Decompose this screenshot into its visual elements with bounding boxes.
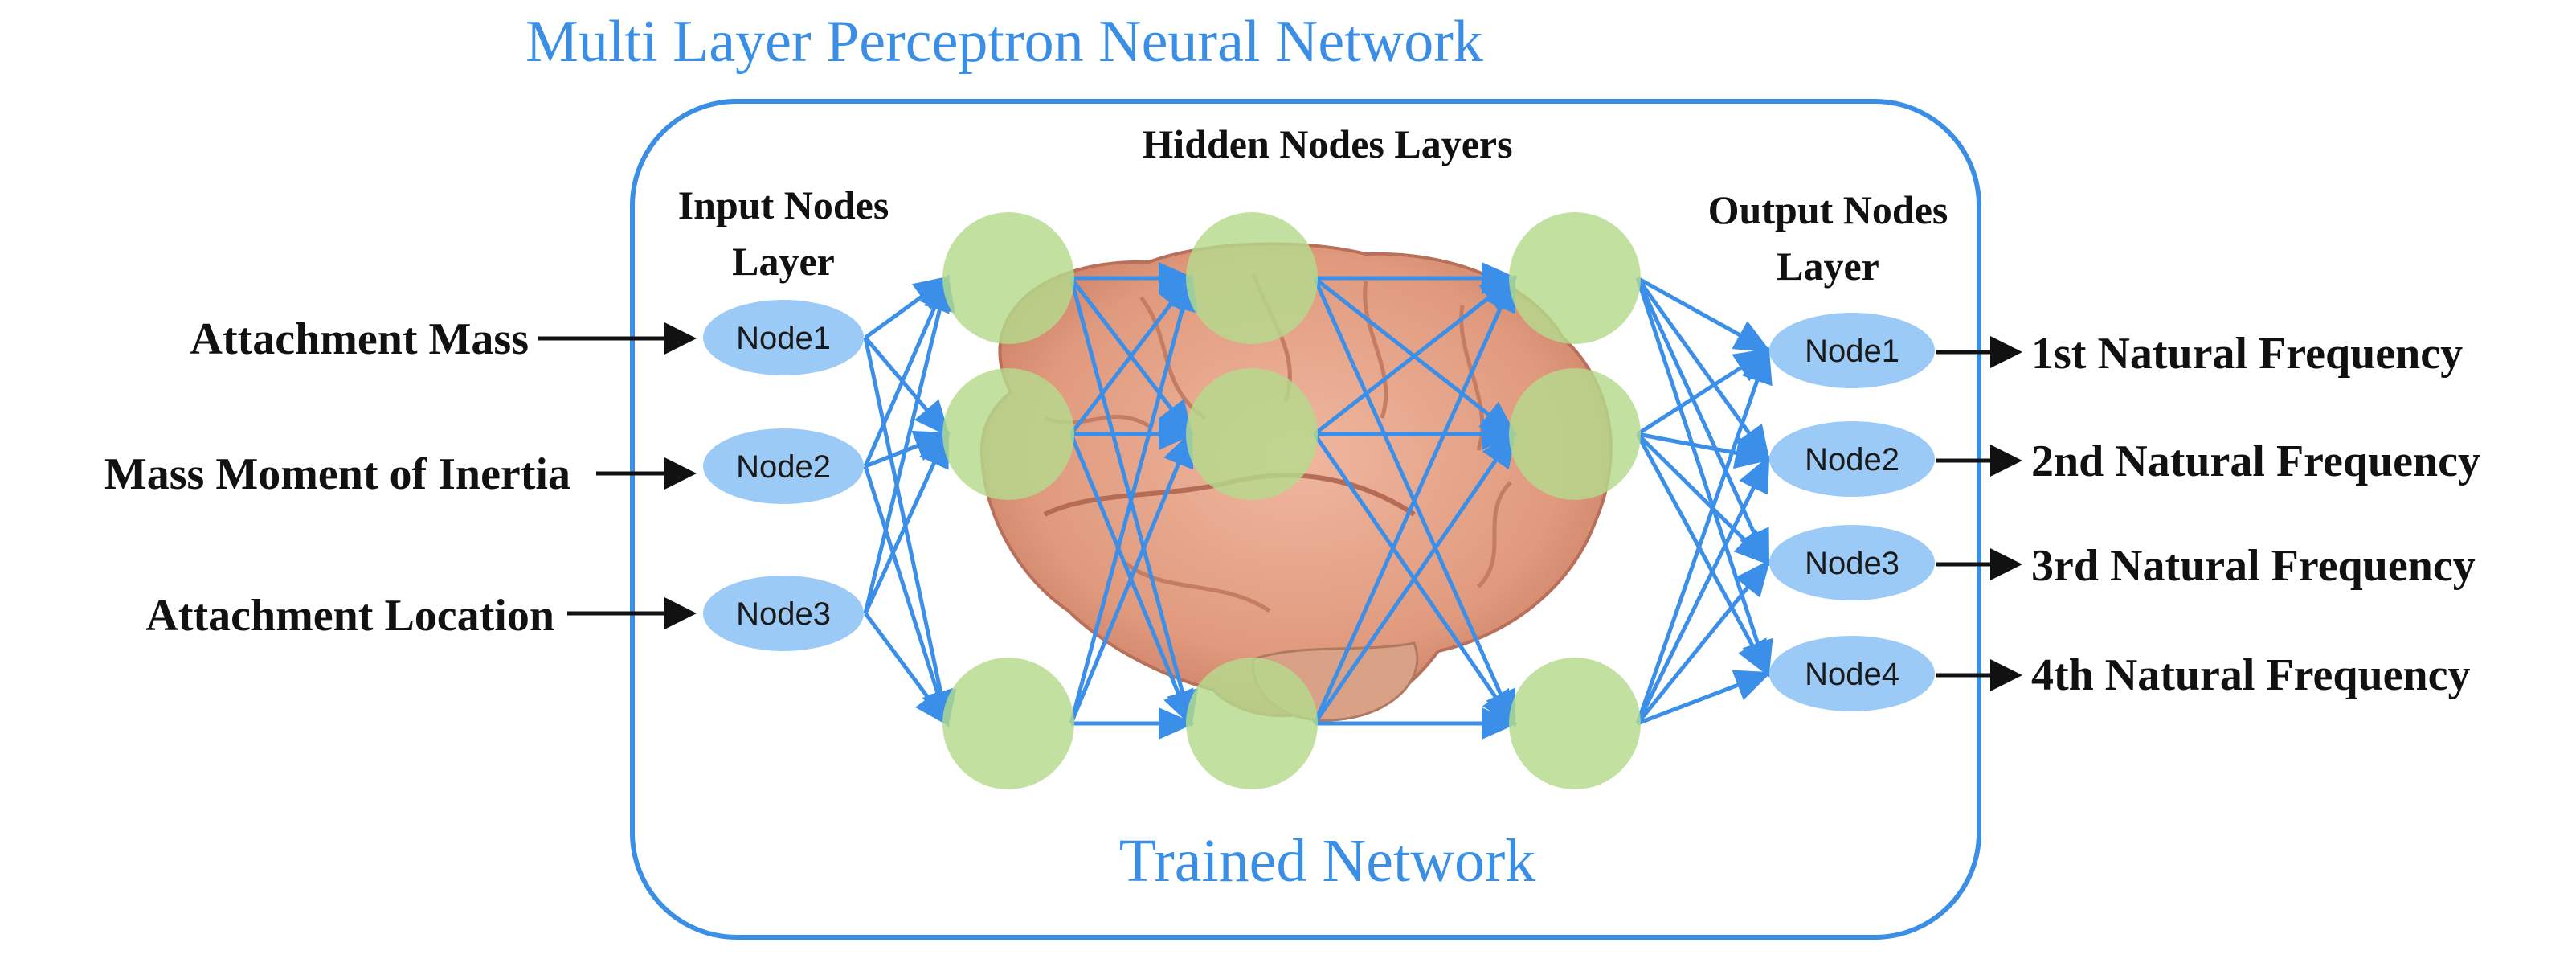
- output-label-3rd-natural-frequency: 3rd Natural Frequency: [2031, 541, 2476, 591]
- connection-hidden2-2-to-hidden3-1: [1313, 275, 1517, 436]
- input-node-2: Node2: [703, 428, 864, 504]
- hidden-node-layer1-1: [942, 212, 1074, 344]
- output-node-3: Node3: [1769, 525, 1935, 600]
- input-layer-heading-line1: Input Nodes: [678, 182, 889, 227]
- trained-network-label: Trained Network: [1119, 827, 1536, 895]
- connection-hidden1-3-to-hidden2-1: [1069, 274, 1198, 724]
- connection-input3-hidden1-2: [863, 430, 950, 615]
- input-node-2-label: Node2: [736, 449, 831, 485]
- connection-input2-hidden1-3: [863, 465, 953, 727]
- trained-network-box: [630, 99, 1981, 940]
- input-node-3: Node3: [703, 576, 864, 651]
- input-label-attachment-mass: Attachment Mass: [190, 314, 529, 364]
- connection-hidden2-3-to-hidden3-2: [1312, 430, 1516, 725]
- output-node-2: Node2: [1769, 421, 1935, 497]
- input-node-3-label: Node3: [736, 596, 831, 632]
- input-node-1: Node1: [703, 300, 864, 375]
- hidden-node-layer3-3: [1509, 658, 1641, 789]
- connection-hidden3-3-output4: [1637, 670, 1772, 726]
- output-node-2-label: Node2: [1805, 442, 1899, 477]
- connection-input3-hidden1-1: [863, 274, 955, 614]
- connection-hidden3-1-output1: [1636, 276, 1772, 353]
- connection-lines: [863, 262, 1773, 740]
- hidden-node-layer2-2: [1186, 368, 1318, 500]
- connection-hidden3-1-output2: [1635, 277, 1770, 463]
- connection-hidden3-2-output2: [1637, 432, 1772, 469]
- output-label-2nd-natural-frequency: 2nd Natural Frequency: [2031, 436, 2480, 486]
- output-node-1-label: Node1: [1805, 334, 1899, 369]
- connection-input1-hidden1-3: [863, 337, 957, 727]
- diagram-title: Multi Layer Perceptron Neural Network: [525, 9, 1483, 75]
- hidden-node-layer3-2: [1509, 368, 1641, 500]
- input-label-attachment-location: Attachment Location: [145, 591, 554, 641]
- input-node-1-label: Node1: [736, 321, 831, 356]
- connection-input1-hidden1-2: [864, 336, 951, 437]
- connection-hidden3-2-output3: [1636, 432, 1771, 566]
- connection-hidden3-3-output3: [1636, 559, 1771, 725]
- output-node-3-label: Node3: [1805, 546, 1899, 581]
- connection-hidden3-3-output1: [1635, 346, 1773, 724]
- hidden-nodes-group: [942, 212, 1641, 789]
- output-layer-heading-line2: Layer: [1777, 244, 1879, 289]
- output-layer-heading-line1: Output Nodes: [1708, 187, 1948, 232]
- hidden-node-layer2-1: [1186, 212, 1318, 344]
- hidden-layers-heading: Hidden Nodes Layers: [1142, 121, 1512, 166]
- hidden-node-layer3-1: [1509, 212, 1641, 344]
- output-node-4-label: Node4: [1805, 657, 1899, 692]
- connection-hidden3-3-output2: [1635, 455, 1770, 725]
- connection-hidden3-2-output4: [1635, 432, 1770, 678]
- connection-hidden2-3-to-hidden3-1: [1312, 274, 1516, 725]
- connection-hidden1-3-to-hidden2-2: [1069, 430, 1194, 724]
- hidden-node-layer2-3: [1186, 658, 1318, 789]
- output-label-4th-natural-frequency: 4th Natural Frequency: [2031, 650, 2471, 700]
- output-node-1: Node1: [1769, 313, 1935, 388]
- hidden-node-layer1-2: [942, 368, 1074, 500]
- output-label-1st-natural-frequency: 1st Natural Frequency: [2031, 329, 2463, 379]
- connection-input3-hidden1-3: [863, 612, 950, 727]
- hidden-node-layer1-3: [942, 658, 1074, 789]
- input-layer-heading-line2: Layer: [732, 239, 835, 284]
- input-label-mass-moment-of-inertia: Mass Moment of Inertia: [104, 449, 570, 499]
- output-node-4: Node4: [1769, 636, 1935, 711]
- connection-hidden3-1-output4: [1635, 277, 1773, 678]
- connection-hidden3-1-output3: [1635, 277, 1770, 567]
